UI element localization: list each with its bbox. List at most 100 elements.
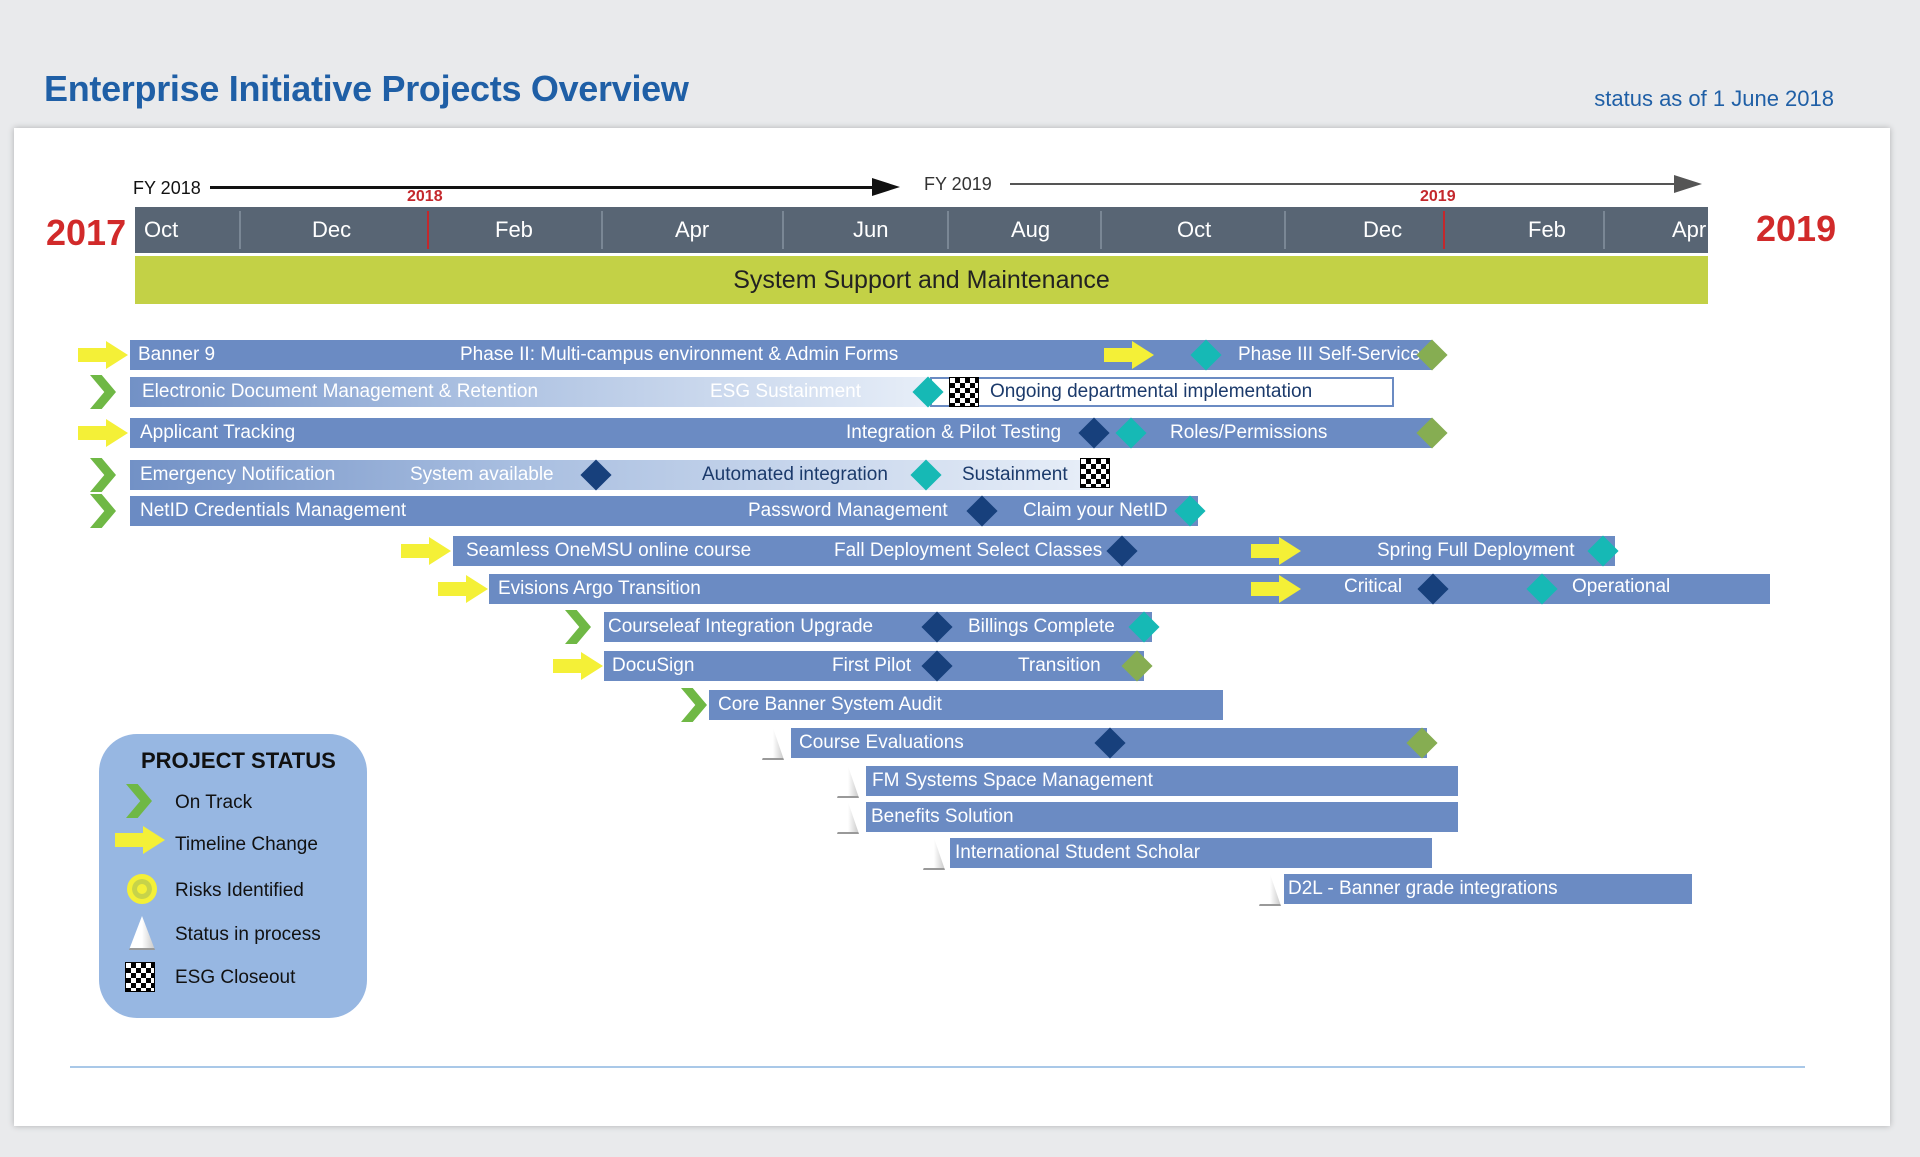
status-date: status as of 1 June 2018 bbox=[1594, 86, 1834, 111]
fy-2019-arrow-line bbox=[1010, 183, 1676, 185]
month-label: Aug bbox=[1011, 217, 1051, 242]
month-label: Apr bbox=[1672, 217, 1707, 242]
project-bar-applicant-tracking bbox=[130, 418, 1432, 448]
esg-closeout-flag-icon bbox=[1080, 458, 1110, 488]
month-band: Oct Dec Feb Apr Jun Aug Oct Dec Feb Apr bbox=[135, 207, 1708, 253]
project-milestone-label: Ongoing departmental implementation bbox=[990, 381, 1313, 402]
project-bar-edmr-ongoing bbox=[930, 377, 1394, 407]
project-bar-netid bbox=[130, 496, 1198, 526]
project-name: D2L - Banner grade integrations bbox=[1288, 878, 1558, 899]
year-tick-2018: 2018 bbox=[407, 188, 443, 205]
timeline-change-arrow-icon bbox=[1251, 537, 1301, 565]
fy-2019-label: FY 2019 bbox=[924, 174, 992, 194]
project-name: Electronic Document Management & Retenti… bbox=[142, 381, 539, 402]
month-divider bbox=[601, 211, 603, 249]
project-milestone-label: Spring Full Deployment bbox=[1377, 540, 1575, 561]
project-bar-d2l-banner bbox=[1284, 874, 1692, 904]
project-name: Banner 9 bbox=[138, 344, 216, 365]
timeline-change-arrow-icon bbox=[78, 419, 128, 447]
chevron-icon bbox=[126, 784, 152, 818]
project-bar-edmr bbox=[130, 377, 930, 407]
project-phase-label: Integration & Pilot Testing bbox=[846, 422, 1062, 443]
ring-icon bbox=[127, 874, 157, 904]
project-name: Course Evaluations bbox=[799, 732, 964, 753]
project-name: International Student Scholar bbox=[955, 842, 1201, 863]
project-bar-benefits-solution bbox=[866, 802, 1458, 832]
project-bar-seamless-onemsu bbox=[453, 536, 1615, 566]
month-label: Dec bbox=[312, 217, 352, 242]
year-divider bbox=[427, 211, 429, 249]
project-phase-label: System available bbox=[410, 464, 554, 485]
project-milestone-label: Billings Complete bbox=[968, 616, 1115, 637]
project-phase-label: Phase II: Multi-campus environment & Adm… bbox=[460, 344, 899, 365]
fy-2018-arrow-head bbox=[872, 178, 900, 196]
project-name: DocuSign bbox=[612, 655, 695, 676]
end-year-label: 2019 bbox=[1756, 208, 1837, 249]
project-bar-core-banner-audit bbox=[709, 690, 1223, 720]
timeline-change-arrow-icon bbox=[553, 652, 603, 680]
legend-item-timeline-change: Timeline Change bbox=[175, 834, 318, 855]
month-label: Feb bbox=[495, 217, 533, 242]
checker-flag-icon bbox=[125, 962, 155, 992]
legend-item-on-track: On Track bbox=[175, 792, 253, 813]
project-phase-label: Automated integration bbox=[702, 464, 888, 485]
project-name: Seamless OneMSU online course bbox=[466, 540, 752, 561]
project-name: Emergency Notification bbox=[140, 464, 336, 485]
start-year-label: 2017 bbox=[46, 212, 127, 253]
esg-closeout-flag-icon bbox=[949, 377, 979, 407]
project-milestone-label: Phase III Self-Service bbox=[1238, 344, 1421, 365]
month-divider bbox=[239, 211, 241, 249]
project-name: Applicant Tracking bbox=[140, 422, 296, 443]
timeline-change-arrow-icon bbox=[1251, 575, 1301, 603]
project-milestone-label: Operational bbox=[1572, 576, 1671, 597]
page-title: Enterprise Initiative Projects Overview bbox=[44, 68, 689, 109]
timeline-change-arrow-icon bbox=[401, 537, 451, 565]
arrow-icon bbox=[115, 826, 165, 854]
project-phase-label: ESG Sustainment bbox=[710, 381, 862, 402]
timeline-change-arrow-icon bbox=[78, 341, 128, 369]
legend-item-esg-closeout: ESG Closeout bbox=[175, 967, 296, 988]
project-name: Courseleaf Integration Upgrade bbox=[608, 616, 874, 637]
cone-icon bbox=[129, 916, 155, 950]
timeline-change-arrow-icon bbox=[438, 575, 488, 603]
month-divider bbox=[1603, 211, 1605, 249]
project-milestone-label: Roles/Permissions bbox=[1170, 422, 1328, 443]
project-bar-fm-systems bbox=[866, 766, 1458, 796]
legend-title: PROJECT STATUS bbox=[141, 748, 336, 773]
project-phase-label: First Pilot bbox=[832, 655, 912, 676]
project-phase-label: Password Management bbox=[748, 500, 948, 521]
fy-2018-label: FY 2018 bbox=[133, 178, 201, 198]
project-status-legend: PROJECT STATUS On Track Timeline Change … bbox=[99, 734, 367, 1018]
timeline-change-arrow-icon bbox=[1104, 341, 1154, 369]
project-bar-international-student-scholar bbox=[950, 838, 1432, 868]
project-milestone-label: Claim your NetID bbox=[1023, 500, 1168, 521]
footer-divider bbox=[70, 1066, 1805, 1068]
project-name: NetID Credentials Management bbox=[140, 500, 407, 521]
project-phase-label: Critical bbox=[1344, 576, 1403, 597]
project-phase-label: Fall Deployment Select Classes bbox=[834, 540, 1103, 561]
month-label: Dec bbox=[1363, 217, 1403, 242]
project-name: FM Systems Space Management bbox=[872, 770, 1153, 791]
project-bar-docusign bbox=[604, 651, 1144, 681]
support-maintenance-bar: System Support and Maintenance bbox=[135, 256, 1708, 304]
project-milestone-label: Transition bbox=[1018, 655, 1101, 676]
month-label: Apr bbox=[675, 217, 710, 242]
month-divider bbox=[782, 211, 784, 249]
project-name: Benefits Solution bbox=[871, 806, 1014, 827]
month-label: Jun bbox=[853, 217, 889, 242]
project-milestone-label: Sustainment bbox=[962, 464, 1068, 485]
legend-item-risks-identified: Risks Identified bbox=[175, 880, 304, 901]
month-label: Feb bbox=[1528, 217, 1566, 242]
year-divider bbox=[1443, 211, 1445, 249]
year-tick-2019: 2019 bbox=[1420, 188, 1456, 205]
month-divider bbox=[947, 211, 949, 249]
project-name: Evisions Argo Transition bbox=[498, 578, 701, 599]
month-label: Oct bbox=[144, 217, 179, 242]
fy-2018-arrow-line bbox=[210, 186, 874, 189]
project-name: Core Banner System Audit bbox=[718, 694, 942, 715]
fy-2019-arrow-head bbox=[1674, 175, 1702, 193]
legend-item-status-in-process: Status in process bbox=[175, 924, 321, 945]
project-bar-courseleaf bbox=[604, 612, 1152, 642]
month-divider bbox=[1284, 211, 1286, 249]
month-divider bbox=[1100, 211, 1102, 249]
